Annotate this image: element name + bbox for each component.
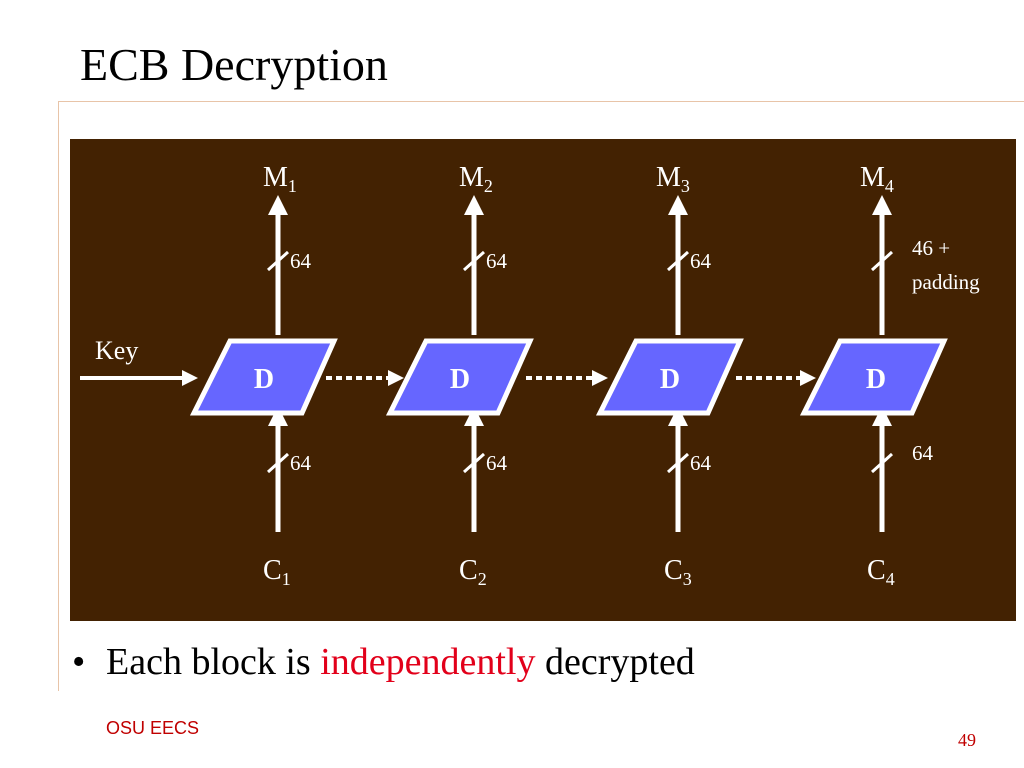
block-3: D M3 C3 64 64 — [595, 162, 744, 589]
output-label-4: M4 — [860, 162, 894, 196]
key-label: Key — [95, 336, 138, 365]
top-width-label-4a: 46 + — [912, 236, 950, 260]
top-width-slash-1 — [266, 250, 290, 272]
ecb-decryption-diagram: Key D M1 C1 64 64 D M2 C2 64 64 D M3 C3 — [70, 139, 1016, 621]
bottom-width-slash-1 — [266, 452, 290, 474]
top-width-label-2: 64 — [486, 249, 508, 273]
footer-org: OSU EECS — [106, 718, 200, 738]
decrypt-box-1 — [189, 338, 338, 416]
top-width-slash-4 — [870, 250, 894, 272]
bullet-highlight: independently — [320, 641, 536, 683]
top-width-slash-2 — [462, 250, 486, 272]
bullet-point: • Each block is independently decrypted — [72, 640, 695, 684]
input-label-1: C1 — [263, 555, 291, 589]
header-divider — [58, 101, 1024, 102]
bottom-width-label-3: 64 — [690, 451, 712, 475]
decrypt-box-3 — [595, 338, 744, 416]
top-width-slash-3 — [666, 250, 690, 272]
left-divider — [58, 101, 59, 691]
input-label-2: C2 — [459, 555, 487, 589]
block-2: D M2 C2 64 64 — [385, 162, 534, 589]
bottom-width-slash-2 — [462, 452, 486, 474]
slide-title: ECB Decryption — [80, 39, 388, 90]
input-label-4: C4 — [867, 555, 895, 589]
block-4: D M4 C4 46 + padding 64 — [799, 162, 980, 589]
block-1: D M1 C1 64 64 — [189, 162, 338, 589]
top-width-label-3: 64 — [690, 249, 712, 273]
bottom-width-label-4: 64 — [912, 441, 934, 465]
bottom-width-label-1: 64 — [290, 451, 312, 475]
decrypt-box-2 — [385, 338, 534, 416]
top-width-label-4b: padding — [912, 270, 980, 294]
decrypt-label-2: D — [450, 364, 470, 395]
bullet-text-before: Each block is — [106, 641, 321, 683]
bottom-width-slash-4 — [870, 452, 894, 474]
page-number: 49 — [958, 730, 976, 750]
bullet-marker: • — [72, 641, 86, 683]
bottom-width-label-2: 64 — [486, 451, 508, 475]
bullet-text-after: decrypted — [535, 641, 695, 683]
input-label-3: C3 — [664, 555, 692, 589]
output-label-1: M1 — [263, 162, 297, 196]
top-width-label-1: 64 — [290, 249, 312, 273]
decrypt-label-4: D — [866, 364, 886, 395]
output-label-2: M2 — [459, 162, 493, 196]
decrypt-label-3: D — [660, 364, 680, 395]
bottom-width-slash-3 — [666, 452, 690, 474]
decrypt-label-1: D — [254, 364, 274, 395]
decrypt-box-4 — [799, 338, 948, 416]
output-label-3: M3 — [656, 162, 690, 196]
